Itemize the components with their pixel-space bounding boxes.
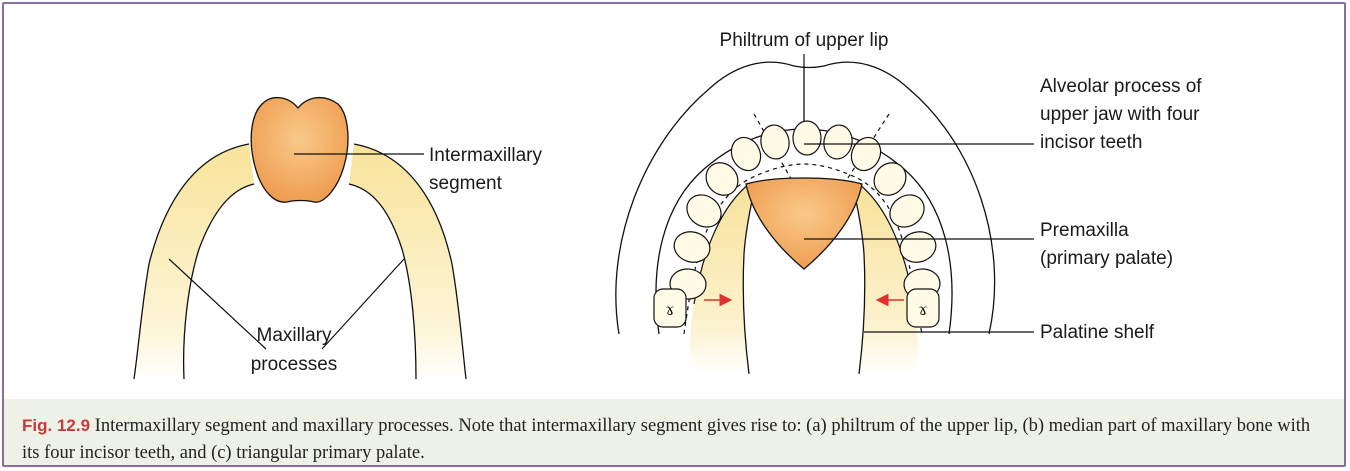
premaxilla-shape bbox=[746, 178, 862, 269]
right-diagram: ɤ ɤ Philtrum of upper lip Alveolar proce… bbox=[616, 30, 1202, 374]
label-intermaxillary-1: Intermaxillary bbox=[429, 145, 542, 166]
label-premaxilla-2: (primary palate) bbox=[1040, 248, 1173, 269]
left-diagram: Intermaxillary segment Maxillary process… bbox=[134, 98, 542, 379]
label-philtrum: Philtrum of upper lip bbox=[720, 30, 889, 51]
figure-caption-text: Intermaxillary segment and maxillary pro… bbox=[22, 416, 1310, 463]
svg-text:ɤ: ɤ bbox=[665, 300, 674, 319]
maxillary-process-left bbox=[134, 144, 254, 379]
label-alveolar-1: Alveolar process of bbox=[1040, 76, 1202, 97]
maxillary-leader-right bbox=[322, 259, 404, 349]
label-intermaxillary-2: segment bbox=[429, 173, 503, 194]
label-maxillary-2: processes bbox=[251, 354, 338, 375]
svg-text:ɤ: ɤ bbox=[918, 300, 927, 319]
figure-number: Fig. 12.9 bbox=[22, 416, 90, 435]
incisor-teeth bbox=[726, 121, 886, 175]
label-alveolar-3: incisor teeth bbox=[1040, 132, 1142, 153]
figure-caption: Fig. 12.9 Intermaxillary segment and max… bbox=[4, 399, 1344, 467]
label-maxillary-1: Maxillary bbox=[257, 325, 332, 346]
intermaxillary-segment-shape bbox=[251, 98, 348, 203]
diagram-canvas: Intermaxillary segment Maxillary process… bbox=[4, 4, 1346, 399]
label-palatine: Palatine shelf bbox=[1040, 322, 1155, 343]
label-premaxilla-1: Premaxilla bbox=[1040, 220, 1129, 241]
label-alveolar-2: upper jaw with four bbox=[1040, 104, 1200, 125]
